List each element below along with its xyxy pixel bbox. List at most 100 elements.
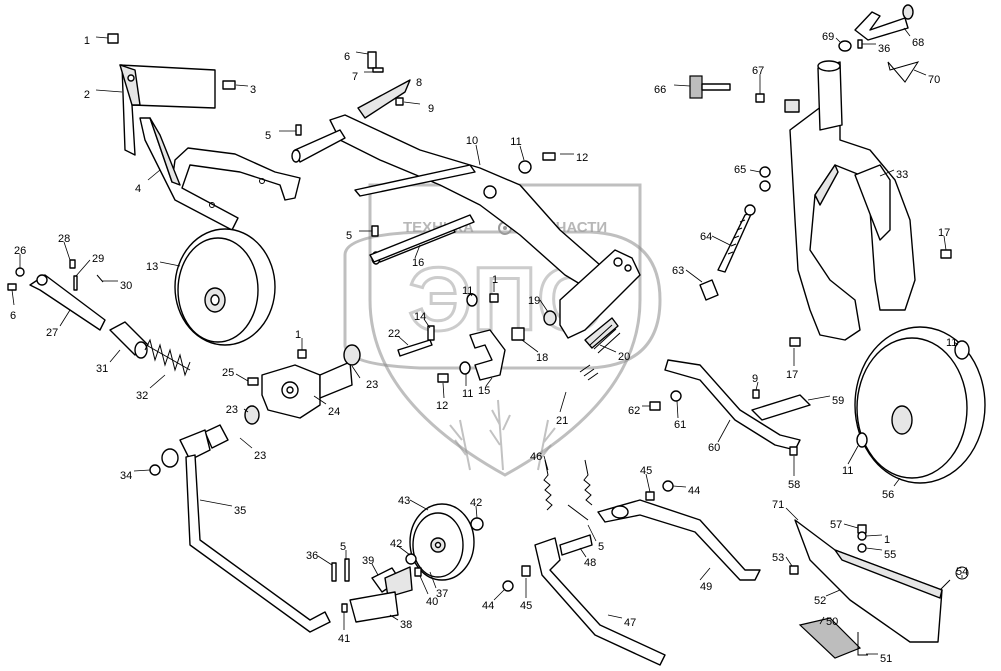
part-7-washer [372,67,384,73]
callout-label: 54 [956,566,968,578]
callout-42: 42 [390,538,411,556]
callout-label: 20 [618,351,630,363]
callout-label: 49 [700,581,712,593]
callout-label: 48 [584,557,596,569]
callout-28: 28 [58,233,71,261]
callout-55: 55 [865,547,896,561]
part-67-pin [755,93,765,103]
callout-leader-line [847,445,859,465]
callout-label: 23 [226,404,238,416]
callout-label: 46 [530,451,542,463]
callout-leader-line [865,547,883,551]
callout-label: 25 [222,367,234,379]
callout-label: 31 [96,363,108,375]
callout-11: 11 [462,285,473,297]
part-48-lever [559,504,593,556]
callout-label: 16 [412,257,424,269]
callout-label: 7 [352,71,358,83]
callout-64: 64 [700,231,731,246]
callout-leader-line [419,575,429,595]
callout-2: 2 [84,89,123,101]
callout-label: 19 [528,295,540,307]
callout-leader-line [521,339,539,353]
callout-leader-line [235,373,249,382]
callout-label: 32 [136,390,148,402]
part-41-bolt [341,603,348,613]
callout-9: 9 [403,101,434,115]
part-8-wedge-plate [357,79,411,119]
callout-label: 65 [734,164,746,176]
callout-leader-line [913,69,927,76]
callout-leader-line [717,419,731,443]
part-71-scraper-blade [794,519,943,643]
callout-leader-line [599,344,617,353]
part-65-washer-a [759,166,771,178]
callout-9: 9 [752,373,759,391]
callout-54: 54 [956,566,968,578]
callout-label: 5 [598,541,604,553]
part-46-springs [543,459,593,511]
callout-69: 69 [822,31,841,43]
part-27-axle [29,274,106,331]
part-3-bolt [222,80,236,90]
callout-22: 22 [388,328,409,346]
callout-leader-line [645,473,651,493]
callout-leader-line [159,261,181,267]
callout-label: 70 [928,74,940,86]
callout-label: 35 [234,505,246,517]
callout-5: 5 [587,524,604,553]
callout-label: 17 [786,369,798,381]
callout-3: 3 [235,84,256,96]
callout-51: 51 [866,653,892,665]
callout-1: 1 [84,35,109,47]
callout-leader-line [475,144,481,166]
callout-label: 42 [390,538,402,550]
callout-11: 11 [462,374,473,400]
callout-49: 49 [699,567,712,593]
part-69-washer [838,40,852,52]
callout-leader-line [559,391,567,413]
part-29-clip [73,275,78,291]
callout-17: 17 [786,348,798,381]
callout-label: 52 [814,595,826,607]
callout-label: 11 [842,465,853,477]
callout-6: 6 [10,289,16,322]
callout-leader-line [149,374,166,389]
part-32-spring [144,338,191,377]
callout-37: 37 [429,571,448,600]
part-66-knob-bolt [689,75,731,99]
part-12-bolt-a [542,152,556,161]
callout-35: 35 [199,499,246,517]
callout-26: 26 [14,245,26,268]
callout-6: 6 [344,51,369,63]
part-68-crank-handle [854,4,914,41]
callout-label: 17 [938,227,950,239]
callout-leader-line [843,523,859,529]
callout-leader-line [485,377,493,387]
part-19-bushing [543,310,557,326]
callout-label: 1 [884,534,890,546]
callout-34: 34 [120,469,151,482]
part-31-sleeve [109,321,149,359]
callout-24: 24 [313,395,340,418]
callout-45: 45 [520,578,532,612]
callout-leader-line [893,477,901,487]
callout-leader-line [389,614,399,621]
callout-leader-line [403,101,421,105]
callout-leader-line [95,89,123,93]
callout-label: 1 [295,329,301,341]
callout-leader-line [699,567,711,581]
callout-leader-line [587,524,597,542]
callout-leader-line [865,534,883,537]
callout-leader-line [442,382,445,399]
callout-label: 47 [624,617,636,629]
part-17-bolt-b [789,337,801,347]
callout-leader-line [239,437,253,449]
callout-21: 21 [556,391,568,427]
callout-43: 43 [398,495,429,511]
part-5-pin-a [295,124,302,136]
part-11-washer-d [954,340,970,360]
callout-56: 56 [882,477,901,501]
callout-label: 27 [46,327,58,339]
